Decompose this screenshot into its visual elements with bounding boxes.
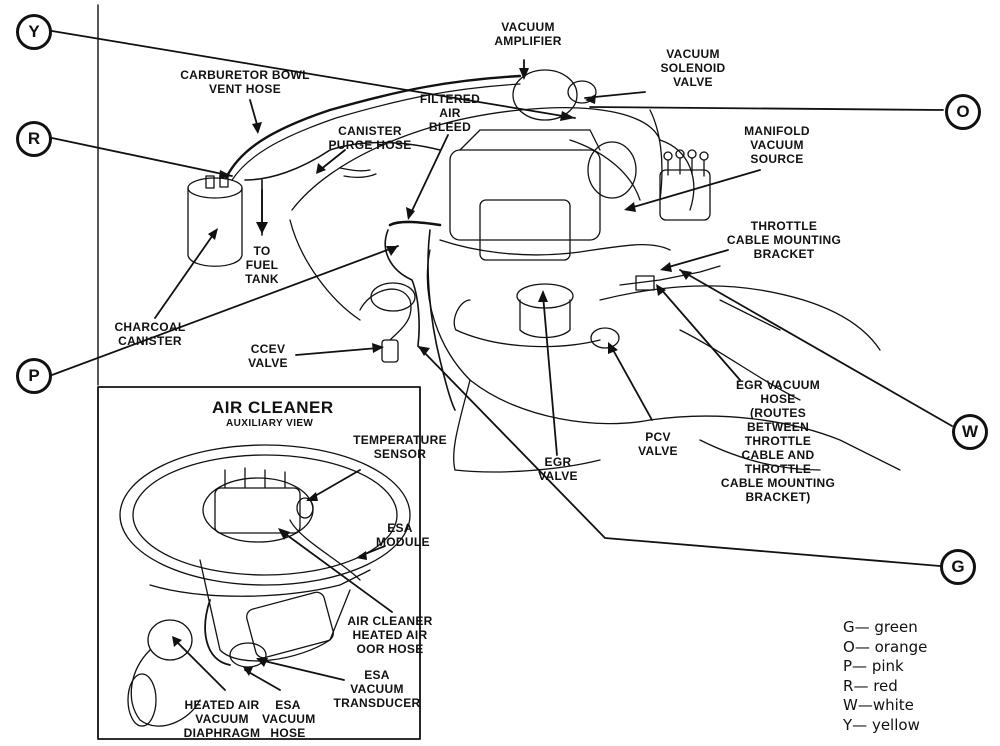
leader-g [417, 345, 941, 567]
label-vacuum-amplifier: VACUUM AMPLIFIER [494, 20, 562, 48]
callout-y: Y [16, 14, 52, 50]
air-cleaner-inset-frame [97, 386, 421, 740]
legend-item: W—white [843, 696, 914, 714]
leader-egr-valve [542, 294, 558, 456]
label-temperature-sensor: TEMPERATURE SENSOR [353, 433, 447, 461]
label-filtered-air-bleed: FILTERED AIR BLEED [419, 92, 481, 134]
leader-p [51, 245, 399, 376]
label-vacuum-solenoid-valve: VACUUM SOLENOID VALVE [660, 47, 726, 89]
arrowheads [208, 68, 692, 356]
label-canister-purge-hose: CANISTER PURGE HOSE [328, 124, 412, 152]
label-air-cleaner-heated-air-door-hose: AIR CLEANER HEATED AIR OOR HOSE [347, 614, 433, 656]
leader-purge [319, 149, 346, 171]
label-esa-vacuum-hose: ESA VACUUM HOSE [262, 698, 316, 740]
leader-lines [51, 30, 953, 567]
leader-y-2 [51, 30, 546, 114]
inset-leader-lines [174, 469, 393, 691]
callout-o: O [945, 94, 981, 130]
engine-illustration [187, 69, 901, 473]
leader-throttle-bracket [664, 249, 729, 269]
label-carburetor-bowl-vent-hose: CARBURETOR BOWL VENT HOSE [180, 68, 310, 96]
leader-egr-hose [659, 287, 741, 381]
leader-ccev [295, 347, 379, 356]
leader-air-bleed [409, 134, 449, 216]
legend-item: O— orange [843, 637, 928, 656]
label-heated-air-vacuum-diaphragm: HEATED AIR VACUUM DIAPHRAGM [183, 698, 261, 740]
label-manifold-vacuum-source: MANIFOLD VACUUM SOURCE [744, 124, 810, 166]
label-egr-vacuum-hose: EGR VACUUM HOSE (ROUTES BETWEEN THROTTLE… [720, 378, 836, 504]
leader-canister [154, 231, 216, 319]
callout-r: R [16, 121, 52, 157]
legend-item: Y— yellow [843, 715, 920, 734]
leader-pcv [611, 347, 653, 421]
label-egr-valve: EGR VALVE [538, 455, 578, 483]
inset-title: AIR CLEANER [212, 398, 334, 417]
label-ccev-valve: CCEV VALVE [248, 342, 288, 370]
callout-g: G [940, 549, 976, 585]
inset-subtitle: AUXILIARY VIEW [226, 418, 314, 429]
leader-r [51, 137, 233, 177]
label-throttle-cable-mounting-bracket: THROTTLE CABLE MOUNTING BRACKET [726, 219, 842, 261]
color-legend: G— green O— orange P— pink R— red W—whit… [843, 618, 927, 735]
label-to-fuel-tank: TO FUEL TANK [245, 244, 279, 286]
legend-item: R— red [843, 676, 898, 695]
legend-item: P— pink [843, 657, 904, 675]
inset-arrowheads [172, 492, 367, 676]
leader-w [679, 269, 953, 427]
leader-o [589, 106, 944, 111]
label-esa-module: ESA MODULE [376, 521, 430, 549]
legend-item: G— green [843, 618, 918, 636]
callout-w: W [952, 414, 988, 450]
leader-manifold [629, 169, 761, 209]
label-charcoal-canister: CHARCOAL CANISTER [114, 320, 186, 348]
callout-p: P [16, 358, 52, 394]
air-cleaner-illustration [119, 444, 411, 727]
label-pcv-valve: PCV VALVE [638, 430, 678, 458]
label-esa-vacuum-transducer: ESA VACUUM TRANSDUCER [333, 668, 421, 710]
